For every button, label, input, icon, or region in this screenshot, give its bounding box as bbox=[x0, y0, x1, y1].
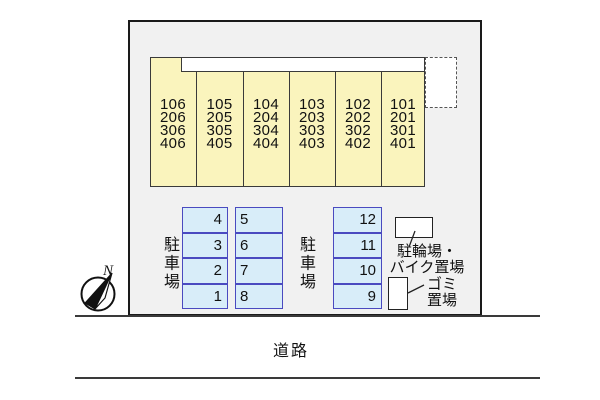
building-unit: 105 205 305 405 bbox=[196, 96, 243, 152]
compass-needle-light bbox=[94, 272, 113, 310]
building-unit: 104 204 304 404 bbox=[243, 96, 289, 152]
room-number: 304 bbox=[253, 121, 279, 139]
road-line-bottom bbox=[75, 377, 540, 379]
garbage-rect bbox=[388, 277, 408, 310]
unit-divider bbox=[381, 71, 383, 187]
building-unit: 106 206 306 406 bbox=[150, 96, 196, 152]
parking-cell: 7 bbox=[235, 258, 283, 284]
bike-parking-label-line1: 駐輪場・ bbox=[396, 243, 457, 260]
room-number: 101 bbox=[390, 96, 416, 113]
garbage-label-line2: 置場 bbox=[426, 291, 457, 309]
room-number: 404 bbox=[253, 134, 279, 152]
garbage-label: ゴミ 置場 bbox=[418, 277, 466, 308]
room-number: 402 bbox=[345, 134, 371, 152]
building-unit: 102 202 302 402 bbox=[335, 96, 381, 152]
parking-lot-label-left: 駐車場 bbox=[161, 236, 178, 292]
bike-parking-label: 駐輪場・ バイク置場 bbox=[378, 244, 476, 276]
parking-cell: 1 bbox=[182, 283, 228, 309]
bike-parking-label-line2: バイク置場 bbox=[389, 259, 465, 276]
parking-cell: 3 bbox=[182, 232, 228, 258]
parking-cell: 10 bbox=[333, 258, 382, 284]
room-number: 103 bbox=[299, 96, 325, 113]
building-block bbox=[150, 57, 425, 187]
parking-cell: 6 bbox=[235, 232, 283, 258]
room-number: 301 bbox=[390, 121, 416, 139]
garbage-leader-line bbox=[407, 284, 425, 294]
bike-leader-line bbox=[408, 230, 416, 248]
bike-parking-rect bbox=[395, 217, 433, 238]
room-number: 106 bbox=[160, 96, 186, 113]
unit-divider bbox=[196, 71, 198, 187]
room-number: 201 bbox=[390, 108, 416, 126]
room-number: 203 bbox=[299, 108, 325, 126]
garbage-label-line1: ゴミ bbox=[426, 276, 457, 293]
parking-column: 5 6 7 8 bbox=[235, 207, 283, 309]
unit-divider bbox=[335, 71, 337, 187]
parking-column: 4 3 2 1 bbox=[182, 207, 228, 309]
road-label: 道路 bbox=[272, 343, 309, 360]
room-number: 204 bbox=[253, 108, 279, 126]
room-number: 104 bbox=[253, 96, 279, 113]
building-unit: 103 203 303 403 bbox=[289, 96, 335, 152]
room-number: 403 bbox=[299, 134, 325, 152]
road-line-top bbox=[75, 315, 540, 317]
unit-divider bbox=[242, 71, 244, 187]
room-number: 206 bbox=[160, 108, 186, 126]
compass: N bbox=[80, 263, 116, 312]
room-number: 306 bbox=[160, 121, 186, 139]
room-number: 102 bbox=[345, 96, 371, 113]
room-number: 401 bbox=[390, 134, 416, 152]
unit-divider bbox=[289, 71, 291, 187]
room-number: 202 bbox=[345, 108, 371, 126]
room-number: 302 bbox=[345, 121, 371, 139]
north-label: N bbox=[102, 263, 114, 279]
parking-cell: 5 bbox=[235, 207, 283, 233]
building-corridor bbox=[181, 57, 425, 72]
room-number: 406 bbox=[160, 134, 186, 152]
parking-column: 12 11 10 9 bbox=[333, 207, 382, 309]
parking-cell: 2 bbox=[182, 258, 228, 284]
parking-cell: 4 bbox=[182, 207, 228, 233]
room-number: 405 bbox=[206, 134, 233, 152]
dashed-annex-area bbox=[425, 57, 457, 108]
room-number: 305 bbox=[206, 121, 233, 139]
parking-cell: 11 bbox=[333, 232, 382, 258]
parking-lot-label-right: 駐車場 bbox=[297, 236, 314, 292]
building-unit: 101 201 301 401 bbox=[381, 96, 425, 152]
parking-cell: 12 bbox=[333, 207, 382, 233]
parking-cell: 9 bbox=[333, 283, 382, 309]
room-number: 303 bbox=[299, 121, 325, 139]
parking-cell: 8 bbox=[235, 283, 283, 309]
room-number: 205 bbox=[206, 108, 233, 126]
room-number: 105 bbox=[206, 96, 233, 113]
